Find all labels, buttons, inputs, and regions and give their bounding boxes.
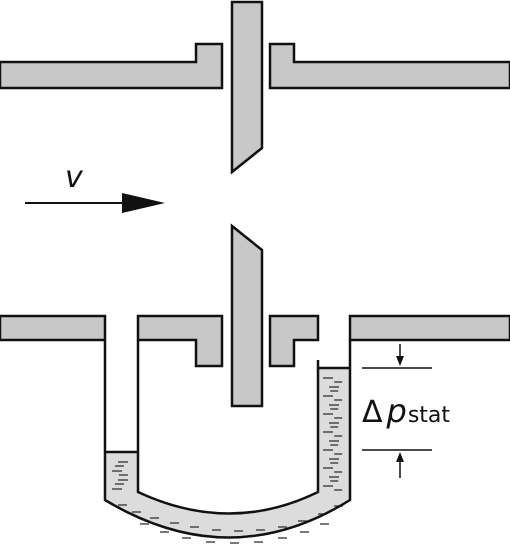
lower-pipe-wall: [0, 314, 510, 368]
lower-dimension-arrow: [396, 452, 404, 462]
flow-arrow: [25, 193, 165, 213]
orifice-plate: [230, 0, 264, 408]
u-tube-manometer: [103, 340, 352, 539]
liquid-dashes: [112, 377, 343, 544]
upper-dimension-arrow: [396, 356, 404, 366]
upper-pipe-wall: [0, 42, 510, 90]
pressure-difference-indicator: [362, 344, 432, 478]
manometer-liquid: [105, 368, 350, 538]
velocity-label: v: [65, 160, 84, 195]
